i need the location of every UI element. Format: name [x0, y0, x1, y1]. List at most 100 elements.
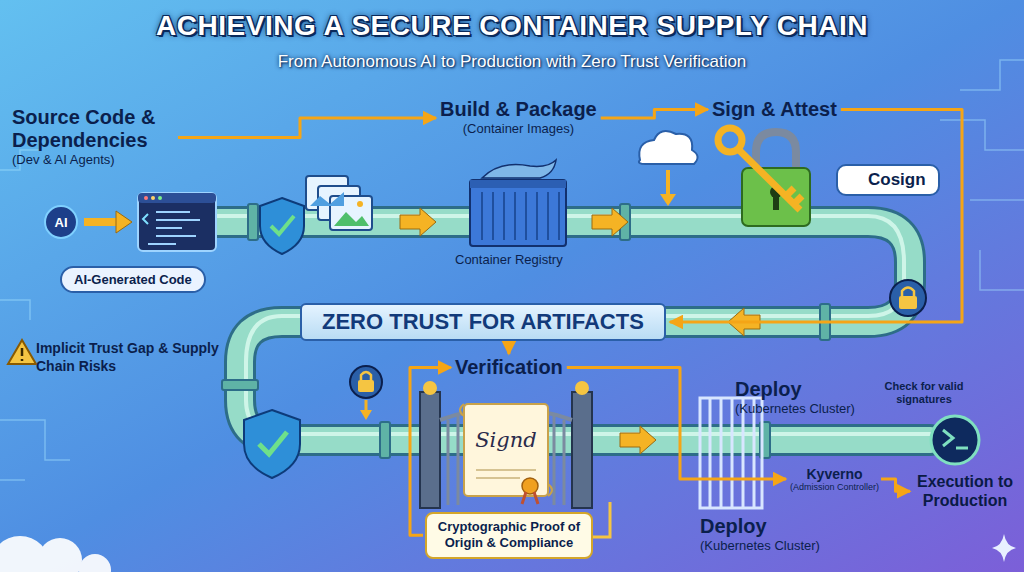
node-text: Implicit Trust Gap & Supply Chain Risks: [36, 340, 220, 375]
container-rib: [481, 192, 483, 240]
node-text: AI-Generated Code: [74, 272, 192, 287]
code-editor: [144, 196, 148, 200]
node-text: Cryptographic Proof of Origin & Complian…: [435, 519, 583, 552]
flow-connector: [881, 479, 910, 491]
circuit-lines: [0, 420, 70, 460]
node-text: Kyverno: [790, 466, 879, 482]
security-gate: [460, 404, 552, 496]
flow-arrow: [620, 426, 656, 454]
pipe-joint: [380, 422, 390, 458]
node-subtext: (Dev & AI Agents): [12, 152, 174, 169]
security-gate: [464, 404, 548, 496]
node-subtext: (Container Images): [440, 121, 597, 138]
container-image: [470, 180, 566, 188]
shield-icon: [244, 410, 300, 478]
production-target: Execution to Production: [912, 472, 1018, 510]
security-gate: [420, 381, 592, 508]
sparkle: [992, 534, 1016, 562]
lock-badge: [902, 288, 914, 297]
security-gate: [572, 392, 592, 508]
risk-note: Implicit Trust Gap & Supply Chain Risks: [8, 340, 220, 375]
code-editor: [138, 193, 216, 251]
node-text: ZERO TRUST FOR ARTIFACTS: [322, 309, 644, 335]
container-rib: [536, 192, 538, 240]
ai-badge: AI: [44, 205, 78, 239]
stage-heading: Sign & Attest: [712, 98, 837, 121]
registry-label: Container Registry: [455, 252, 563, 267]
security-gate: [423, 381, 437, 395]
proof-box: Cryptographic Proof of Origin & Complian…: [425, 512, 593, 559]
lock-badge: [358, 380, 374, 392]
padlock-key: [718, 128, 742, 152]
cloud-upload: [660, 194, 676, 206]
container-image: [482, 192, 559, 240]
circuit-lines: [980, 250, 1024, 290]
flow-connector: [507, 343, 510, 354]
stage-heading: Deploy(Kubernetes Cluster): [735, 378, 855, 418]
container-rib: [558, 192, 560, 240]
ai-arrow: [84, 211, 132, 233]
security-gate: [522, 478, 538, 494]
cloud-upload: [639, 131, 698, 206]
ai-arrow: [84, 218, 118, 226]
code-editor: [148, 212, 200, 244]
terminal-icon: [931, 416, 979, 464]
security-gate: [575, 381, 589, 395]
flow-connector: [410, 368, 451, 536]
bracket-line: [593, 502, 610, 537]
pipe-joint: [222, 380, 258, 390]
note: Check for valid signatures: [878, 380, 970, 406]
stage-heading: Deploy(Kubernetes Cluster): [700, 515, 820, 555]
cloud-decoration: [0, 536, 111, 572]
shield-icon: [271, 216, 294, 234]
node-text: Deploy: [735, 378, 855, 401]
code-editor: [143, 214, 148, 224]
node-subtext: (Kubernetes Cluster): [735, 401, 855, 418]
lock-badge: [890, 280, 926, 316]
circuit-lines: [0, 479, 25, 481]
node-text: Sign & Attest: [712, 98, 837, 121]
shield-icon: [244, 410, 300, 478]
image-stack: [357, 201, 363, 207]
cloud-decoration: [79, 554, 111, 572]
flow-connector: [601, 110, 708, 118]
node-text: Build & Package: [440, 98, 597, 121]
lock-badge: [350, 366, 382, 398]
security-gate: [476, 470, 536, 478]
flow-arrow: [592, 208, 628, 236]
container-rib: [492, 192, 494, 240]
ai-arrow: [116, 211, 132, 233]
code-editor: [138, 193, 216, 251]
image-stack: [310, 192, 344, 206]
flow-connector: [178, 118, 436, 138]
node-text: Deploy: [700, 515, 820, 538]
circuit-lines: [940, 120, 1024, 150]
code-pill: AI-Generated Code: [60, 266, 206, 293]
node-subtext: (Admission Controller): [790, 482, 879, 492]
warning-icon: [21, 348, 24, 361]
stage-heading: Verification: [455, 356, 563, 379]
subtitle: From Autonomous AI to Production with Ze…: [0, 52, 1024, 72]
code-editor: [138, 193, 216, 203]
circuit-lines: [960, 60, 1024, 90]
warning-icon: [8, 340, 36, 364]
admission-controller: Kyverno(Admission Controller): [790, 466, 879, 492]
stage-heading: Build & Package(Container Images): [440, 98, 597, 138]
terminal-icon: [943, 430, 953, 446]
flow-connector: [670, 110, 962, 323]
node-text: Cosign: [868, 170, 926, 190]
container-rib: [525, 192, 527, 240]
circuit-lines: [970, 199, 1024, 201]
shield-icon: [259, 432, 287, 454]
code-editor: [158, 196, 162, 200]
warning-icon: [8, 340, 36, 364]
node-text: AI: [55, 215, 68, 230]
node-text: Execution to Production: [912, 472, 1018, 510]
terminal-icon: [931, 416, 979, 464]
padlock-key: [738, 149, 802, 210]
tool-bubble: Cosign: [836, 164, 940, 196]
container-image: [470, 160, 566, 246]
security-gate: [522, 492, 538, 504]
cloud-decoration: [38, 538, 82, 572]
